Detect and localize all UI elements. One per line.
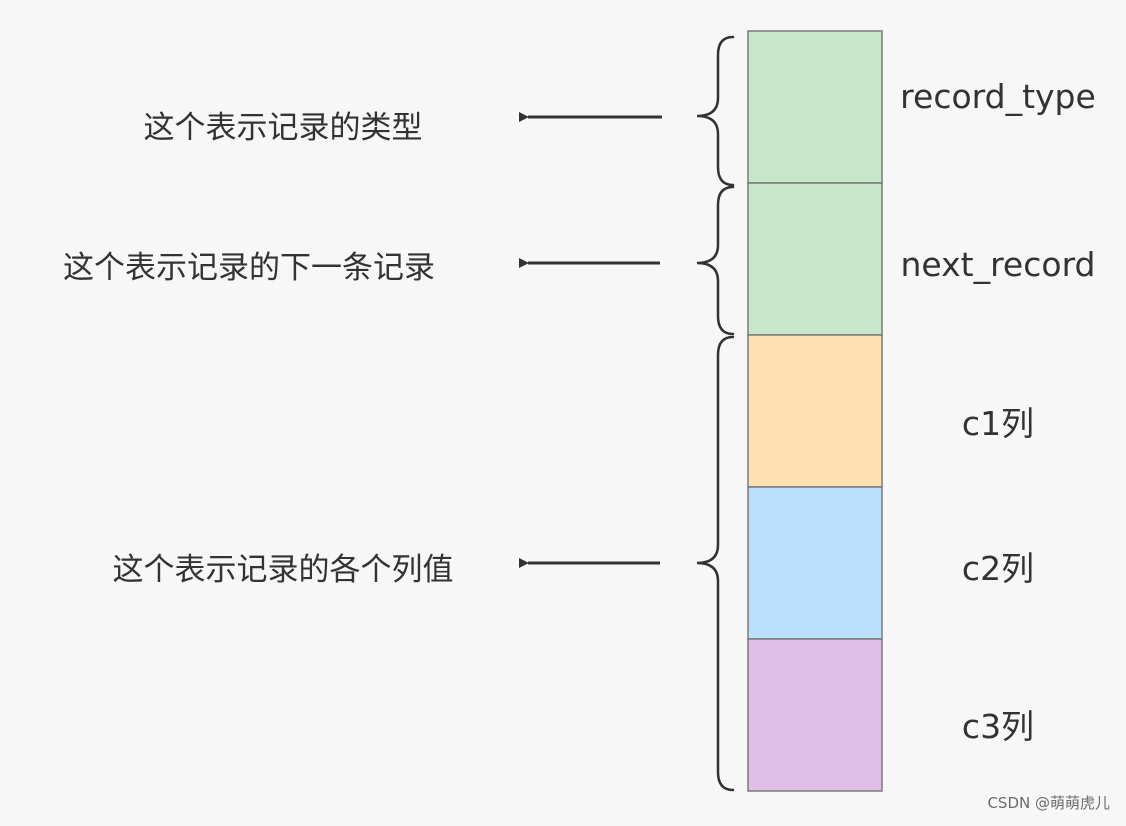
brace-next-record — [696, 185, 735, 336]
block-next-record — [747, 182, 883, 336]
description-next-record: 这个表示记录的下一条记录 — [63, 250, 435, 286]
brace-record-type — [696, 35, 735, 187]
description-columns: 这个表示记录的各个列值 — [113, 552, 454, 588]
field-label-c1: c1列 — [962, 404, 1034, 443]
field-label-record-type: record_type — [900, 77, 1096, 116]
arrows — [519, 112, 662, 568]
block-c2 — [747, 486, 883, 640]
description-record-type: 这个表示记录的类型 — [144, 110, 423, 146]
watermark: CSDN @萌萌虎儿 — [987, 794, 1110, 812]
field-label-next-record: next_record — [900, 245, 1095, 284]
description-labels: 这个表示记录的类型 这个表示记录的下一条记录 这个表示记录的各个列值 — [63, 110, 454, 588]
field-label-c3: c3列 — [962, 707, 1034, 746]
brace-columns — [696, 335, 735, 792]
block-c1 — [747, 334, 883, 488]
block-record-type — [747, 30, 883, 184]
field-label-c2: c2列 — [962, 549, 1034, 588]
braces — [696, 35, 735, 792]
field-labels: record_type next_record c1列 c2列 c3列 — [900, 77, 1096, 746]
block-c3 — [747, 638, 883, 792]
record-blocks — [747, 30, 883, 792]
